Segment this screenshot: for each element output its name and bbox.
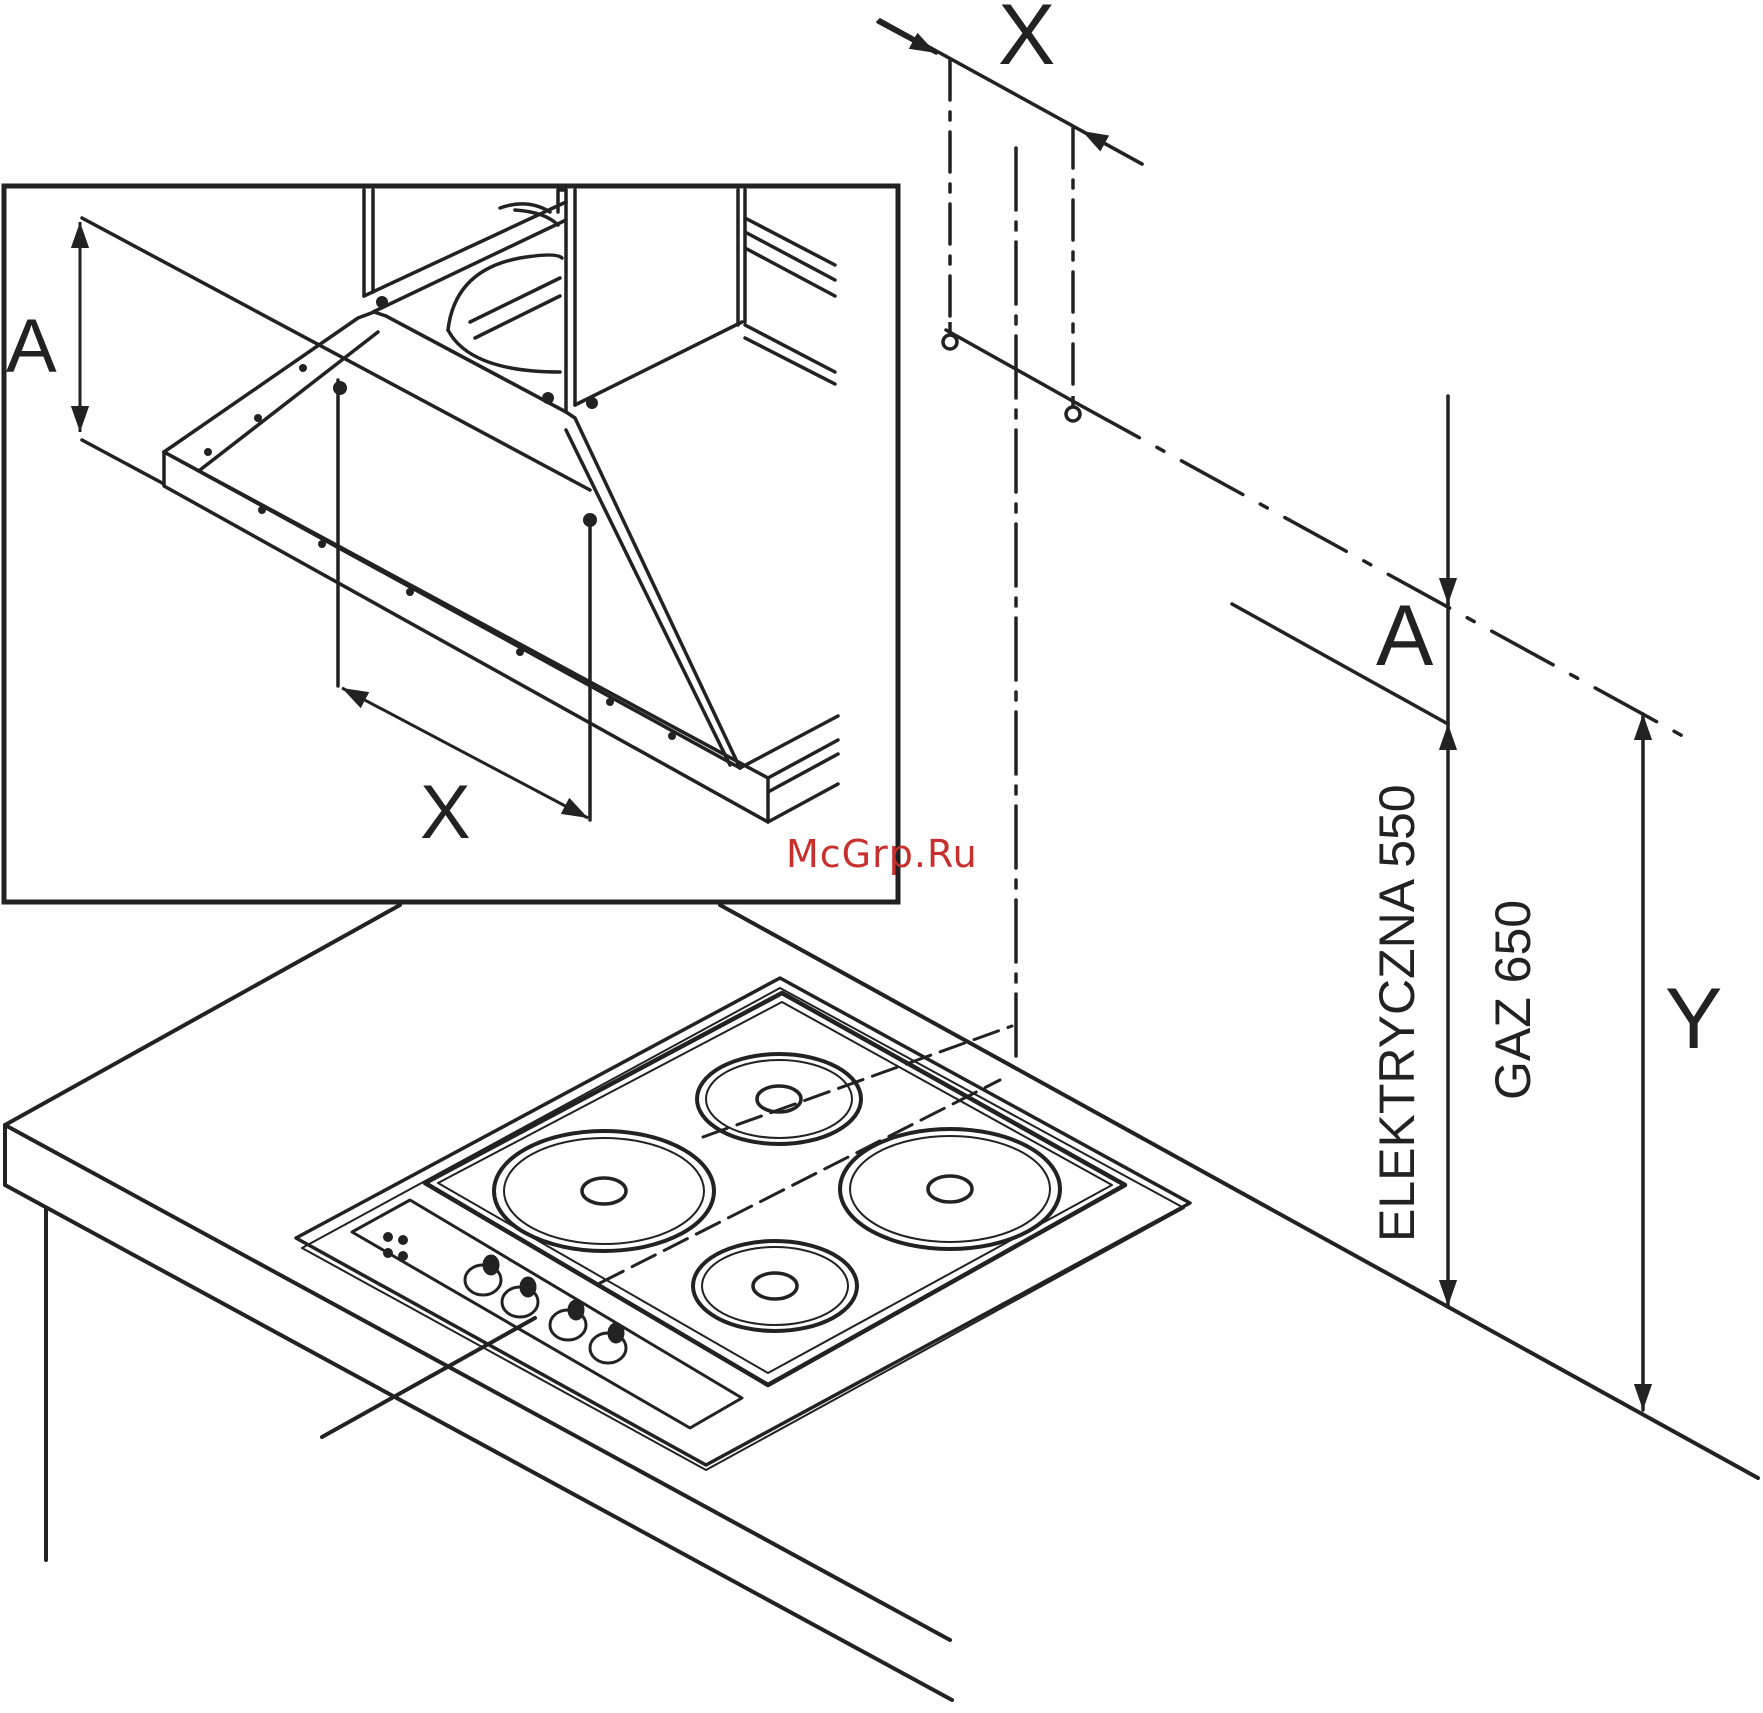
top-label-x: X: [998, 0, 1055, 83]
mounting-lines: [878, 20, 1690, 1410]
knob-2-icon: [502, 1278, 538, 1317]
wall-hook-left-icon: [943, 322, 957, 349]
hood-inset: A X: [4, 186, 898, 902]
knob-3-icon: [550, 1301, 586, 1340]
right-label-a: A: [1376, 588, 1434, 684]
knob-4-icon: [590, 1324, 626, 1363]
burner-large-right: [840, 1129, 1060, 1249]
watermark: McGrp.Ru: [786, 832, 978, 876]
inset-label-a: A: [6, 304, 57, 389]
burner-small-back: [697, 1054, 861, 1144]
inset-label-x: X: [420, 770, 471, 855]
right-label-y: Y: [1665, 971, 1722, 1067]
hob: [296, 978, 1190, 1470]
burner-large-left: [494, 1131, 714, 1251]
knob-1-icon: [465, 1256, 501, 1295]
label-gaz: GAZ 650: [1485, 900, 1541, 1100]
label-elektryczna: ELEKTRYCZNA 550: [1369, 784, 1425, 1242]
burner-small-front: [693, 1241, 857, 1331]
